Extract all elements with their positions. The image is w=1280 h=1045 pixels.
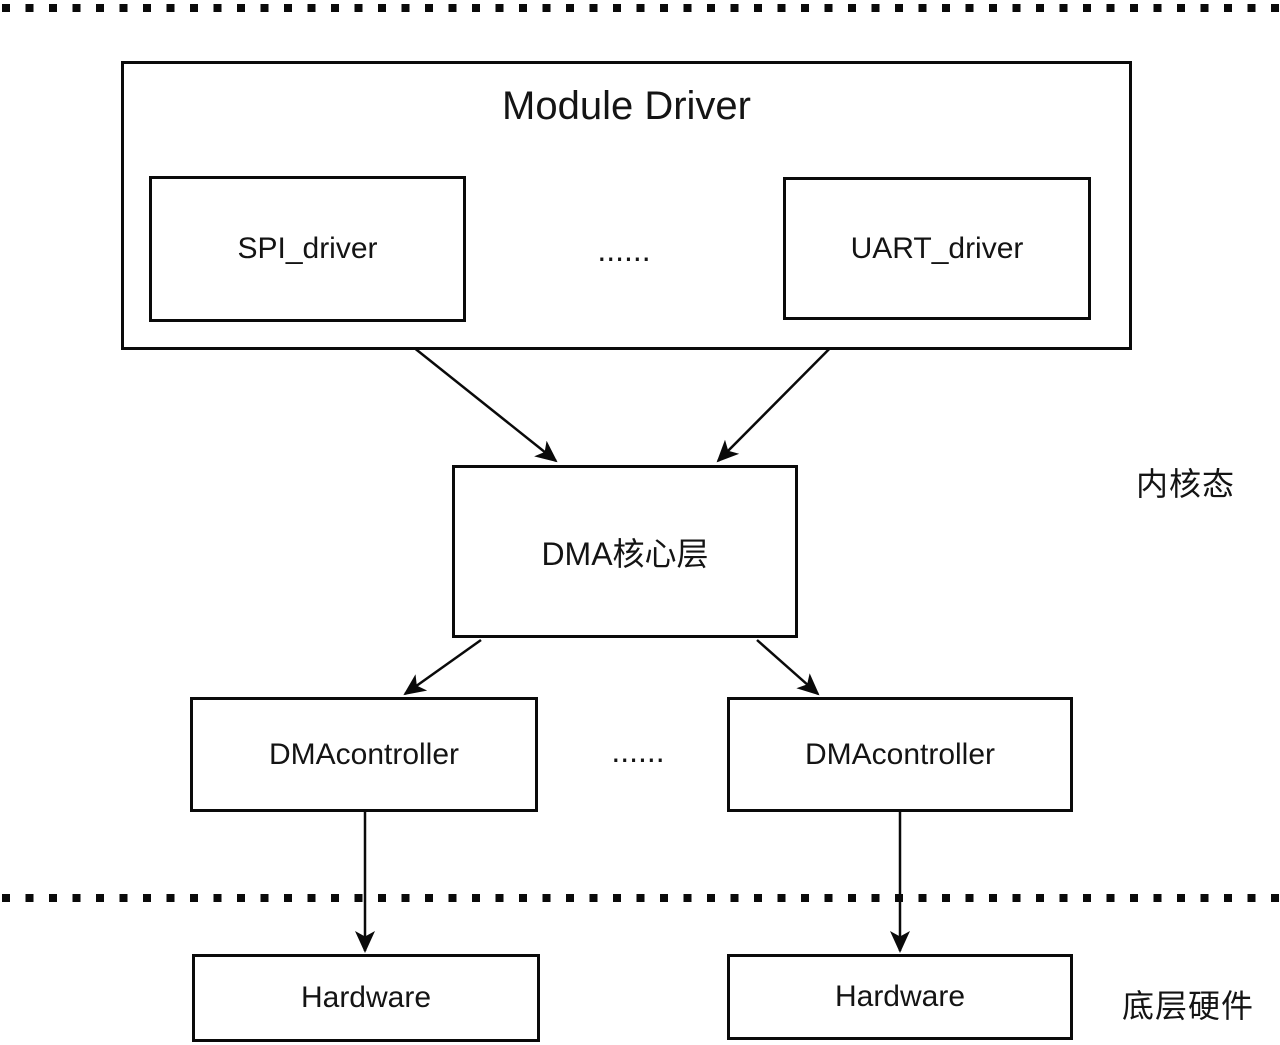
dma-controller-left-label: DMAcontroller xyxy=(268,737,460,771)
dma-core-layer-box: DMA核心层 xyxy=(452,465,798,638)
dma-core-layer-label: DMA核心层 xyxy=(541,535,709,572)
ellipsis-more-drivers: ...... xyxy=(597,232,651,268)
ellipsis-more-controllers: ...... xyxy=(611,733,665,769)
hardware-layer-side-label: 底层硬件 xyxy=(1122,988,1255,1024)
spi-driver-label: SPI_driver xyxy=(237,232,378,265)
module-driver-title: Module Driver xyxy=(502,84,751,128)
dma-controller-left-box: DMAcontroller xyxy=(190,697,538,812)
hardware-left-box: Hardware xyxy=(192,954,540,1042)
hardware-right-label: Hardware xyxy=(834,980,966,1013)
dma-controller-right-box: DMAcontroller xyxy=(727,697,1073,812)
arrow-dmacore-to-left-controller xyxy=(403,638,482,696)
hardware-right-box: Hardware xyxy=(727,954,1073,1040)
hardware-left-label: Hardware xyxy=(300,981,432,1014)
uart-driver-label: UART_driver xyxy=(850,231,1024,265)
uart-driver-box: UART_driver xyxy=(783,177,1091,320)
kernel-mode-side-label: 内核态 xyxy=(1136,466,1236,502)
spi-driver-box: SPI_driver xyxy=(149,176,466,322)
arrow-dmacore-to-right-controller xyxy=(756,639,820,696)
dma-controller-right-label: DMAcontroller xyxy=(804,737,996,771)
